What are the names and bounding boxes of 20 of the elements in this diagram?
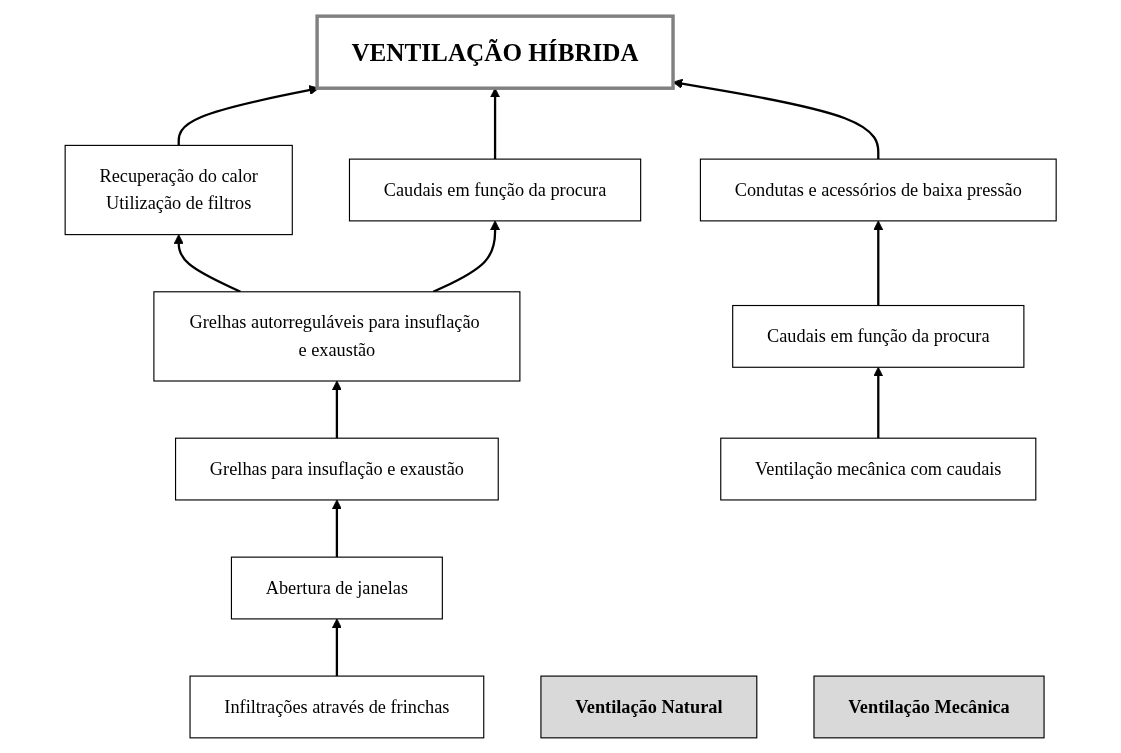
node-box: Ventilação Natural xyxy=(540,675,758,738)
arrow xyxy=(672,78,880,159)
arrow xyxy=(873,366,884,438)
arrow xyxy=(873,219,884,305)
node-box: Caudais em função da procura xyxy=(731,304,1025,368)
arrow xyxy=(489,87,500,159)
node-box: Grelhas para insuflação e exaustão xyxy=(174,437,499,500)
node-box: Ventilação Mecânica xyxy=(813,675,1045,738)
arrow xyxy=(173,233,241,293)
arrow xyxy=(331,499,342,557)
node-box: VENTILAÇÃO HÍBRIDA xyxy=(315,13,675,90)
node-box: Ventilação mecânica com caudais xyxy=(720,437,1037,500)
node-box: Caudais em função da procura xyxy=(348,158,642,221)
node-box: Abertura de janelas xyxy=(230,556,443,619)
node-box: Recuperação do calor Utilização de filtros xyxy=(64,144,293,235)
arrow xyxy=(331,617,342,676)
arrow xyxy=(331,380,342,438)
node-box: Infiltrações através de frinchas xyxy=(189,675,485,738)
node-box: Grelhas autorreguláveis para insuflação e exaustão xyxy=(153,290,521,382)
node-box: Condutas e acessórios de baixa pressão xyxy=(699,158,1057,221)
